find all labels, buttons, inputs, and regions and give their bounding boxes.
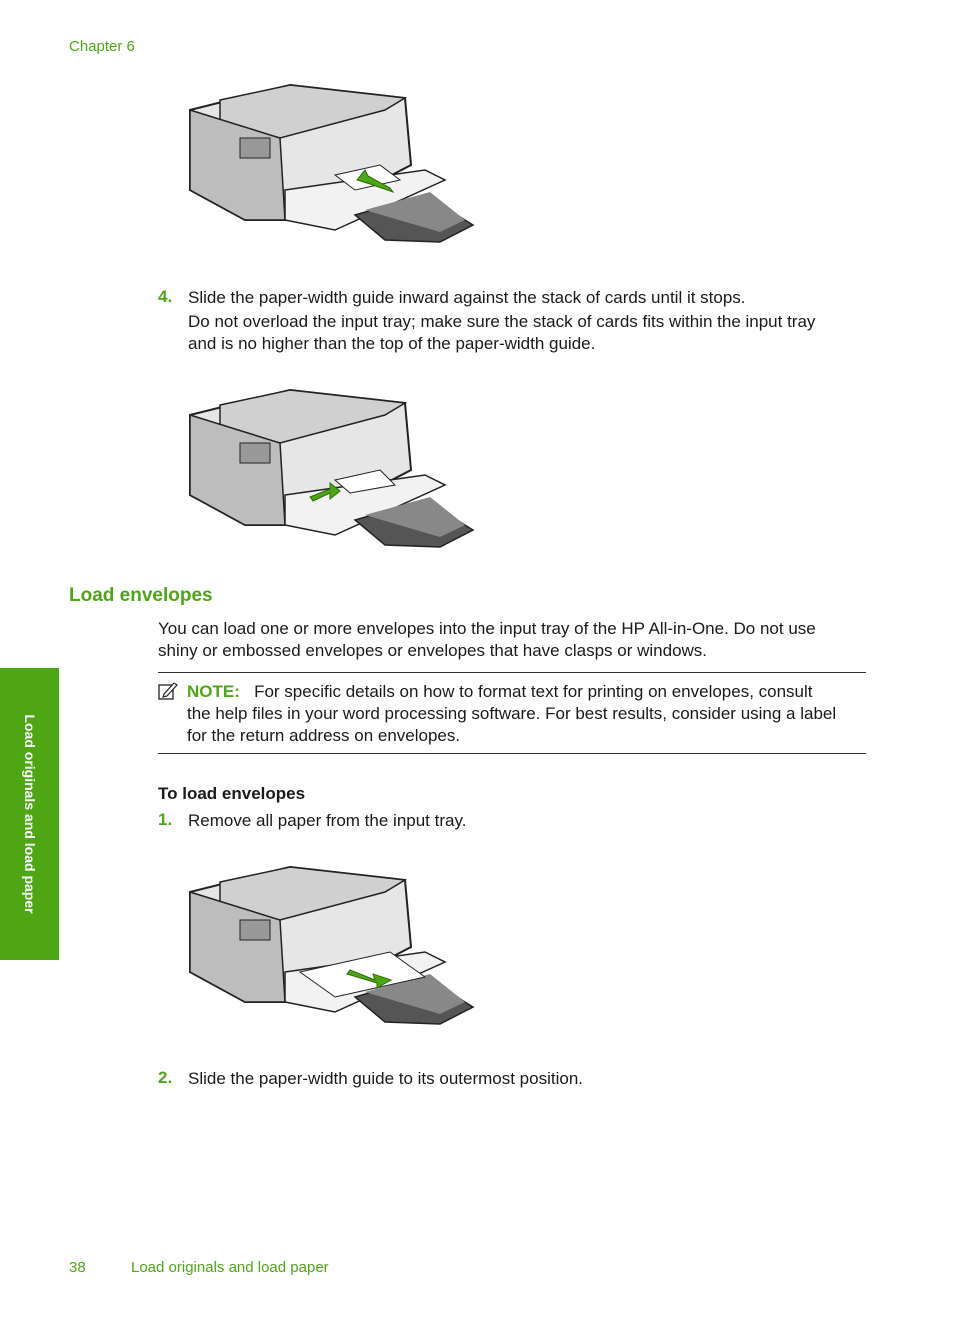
side-tab-label: Load originals and load paper xyxy=(22,714,38,914)
intro-line-1: You can load one or more envelopes into … xyxy=(158,619,816,638)
printer-remove-paper-illustration xyxy=(185,862,477,1030)
printer-guide-inward-illustration xyxy=(185,385,477,553)
step-4-number: 4. xyxy=(158,287,173,306)
printer-loading-cards-illustration xyxy=(185,80,477,248)
note-text: NOTE: For specific details on how to for… xyxy=(187,681,869,747)
step-2-number: 2. xyxy=(158,1068,173,1087)
side-tab: Load originals and load paper xyxy=(0,668,59,960)
procedure-title: To load envelopes xyxy=(158,784,306,803)
note-pencil-icon xyxy=(158,681,178,701)
step-4-detail-line-2: and is no higher than the top of the pap… xyxy=(188,334,596,353)
chapter-label: Chapter 6 xyxy=(69,38,135,55)
note-line-2: the help files in your word processing s… xyxy=(187,704,837,723)
footer-title: Load originals and load paper xyxy=(131,1259,329,1276)
note-line-3: for the return address on envelopes. xyxy=(187,726,461,745)
step-1-number: 1. xyxy=(158,810,173,829)
page-number: 38 xyxy=(69,1259,86,1276)
note-line-1: For specific details on how to format te… xyxy=(254,682,813,701)
step-4-text: Slide the paper-width guide inward again… xyxy=(188,288,746,307)
section-heading: Load envelopes xyxy=(69,585,213,606)
step-2-text: Slide the paper-width guide to its outer… xyxy=(188,1069,584,1088)
step-1-text: Remove all paper from the input tray. xyxy=(188,811,467,830)
intro-line-2: shiny or embossed envelopes or envelopes… xyxy=(158,641,708,660)
note-box: NOTE: For specific details on how to for… xyxy=(158,672,866,754)
step-4-detail-line-1: Do not overload the input tray; make sur… xyxy=(188,312,816,331)
note-label: NOTE: xyxy=(187,682,240,701)
